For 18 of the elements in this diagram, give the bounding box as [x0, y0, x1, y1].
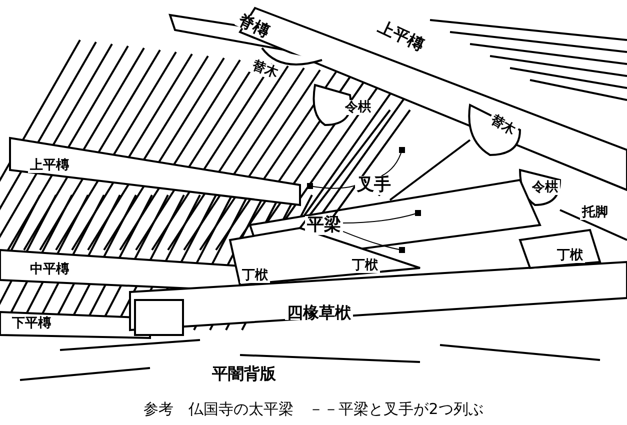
part-label: 丁栿 — [240, 268, 270, 283]
leader-line — [342, 230, 405, 253]
part-label: 令栱 — [530, 180, 560, 195]
caption: 参考 仏国寺の太平梁 －－平梁と叉手が2つ列ぶ — [144, 400, 484, 418]
part-label: 中平槫 — [28, 262, 71, 277]
part-label: 丁栿 — [350, 258, 380, 273]
leader-line — [381, 147, 405, 176]
part-label: 托脚 — [580, 205, 610, 220]
callout-label: 平梁 — [305, 216, 343, 235]
part-label: 丁栿 — [555, 248, 585, 263]
leader-line — [342, 210, 421, 224]
part-label: 下平槫 — [10, 316, 53, 331]
part-label: 平闇背版 — [210, 366, 278, 381]
leader-line — [307, 183, 356, 189]
part-label: 四椽草栿 — [285, 305, 353, 320]
part-label: 上平槫 — [28, 158, 71, 173]
callout-label: 叉手 — [355, 176, 393, 195]
part-label: 令栱 — [343, 100, 373, 115]
